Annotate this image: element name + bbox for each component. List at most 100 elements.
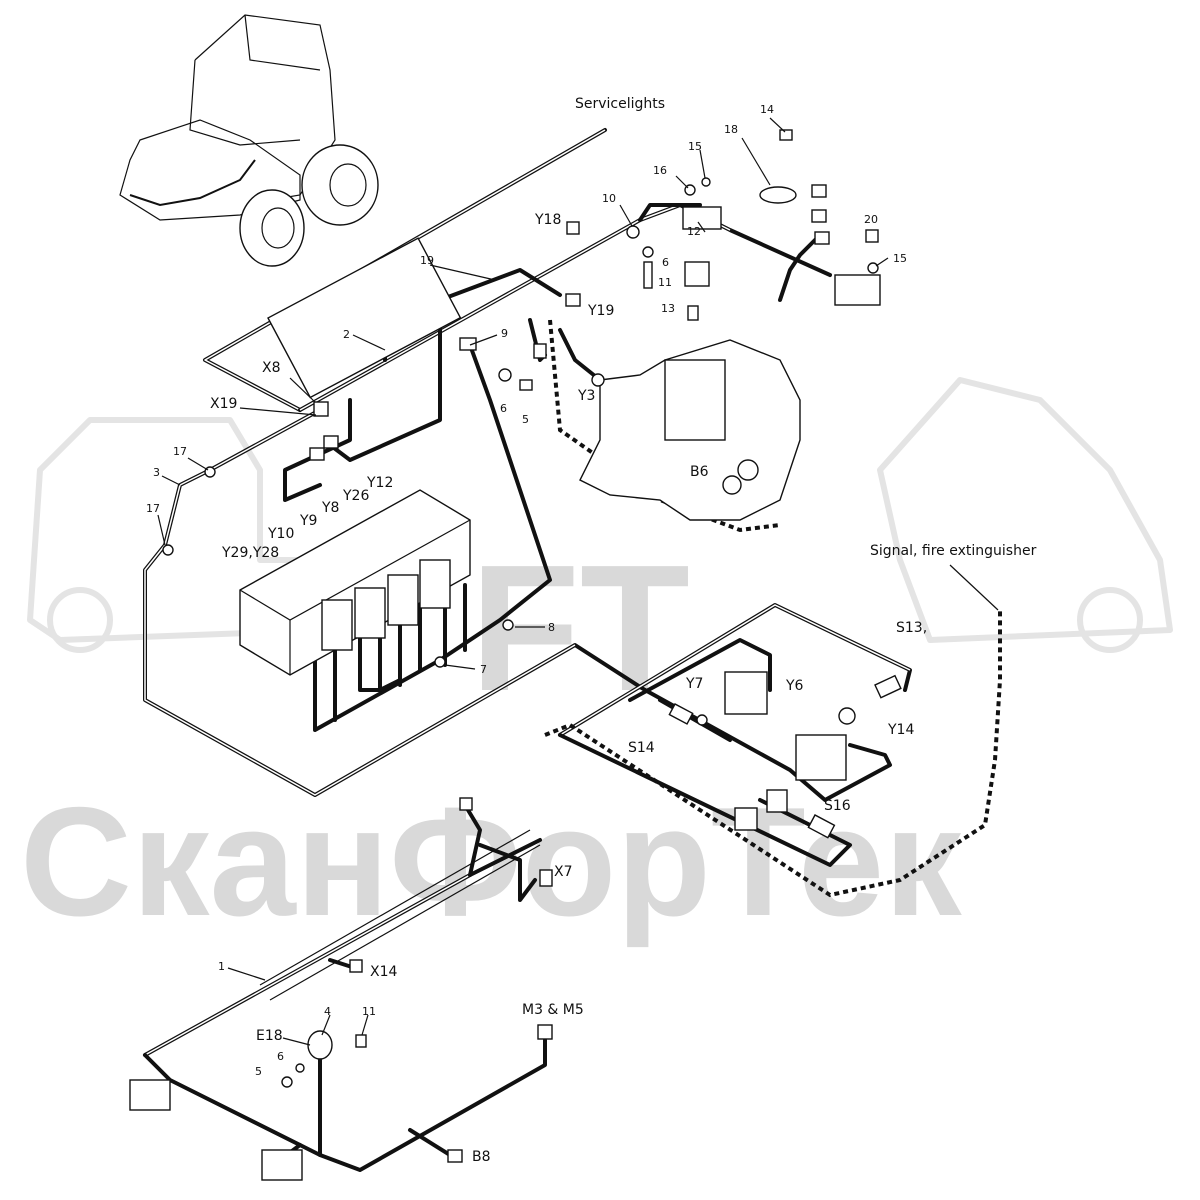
fuse	[814, 231, 830, 245]
callout-4: 4	[324, 1005, 331, 1018]
components	[129, 129, 902, 1181]
switch-s16	[807, 814, 836, 839]
label-y10: Y10	[267, 526, 294, 542]
connector-13	[684, 261, 710, 287]
label-y26: Y26	[342, 488, 369, 504]
washer	[696, 714, 708, 726]
sensor-b6	[737, 459, 759, 481]
harness-19	[328, 298, 442, 462]
switch-box	[734, 807, 758, 831]
machine-harness-route	[129, 159, 256, 207]
callout-7: 7	[480, 663, 487, 676]
washer-6	[642, 246, 654, 258]
harness-valve-feed	[438, 343, 552, 662]
connector-box	[129, 1079, 171, 1111]
watermark-wheel	[1077, 587, 1143, 653]
fuse	[811, 184, 827, 198]
label-s16: S16	[824, 798, 851, 814]
leader-lines	[157, 117, 999, 1046]
label-x14: X14	[370, 964, 397, 980]
connector-b8	[447, 1149, 463, 1163]
sensor-y3	[591, 373, 605, 387]
cab-front	[189, 59, 301, 146]
fuse	[811, 209, 827, 223]
label-servicelights: Servicelights	[575, 96, 665, 112]
solenoid	[321, 599, 353, 651]
bolt-11	[355, 1034, 367, 1048]
label-y18: Y18	[534, 212, 561, 228]
callout-6: 6	[500, 402, 507, 415]
callout-3: 3	[153, 466, 160, 479]
solenoid	[387, 574, 419, 626]
nut-5	[281, 1076, 293, 1088]
callout-17: 17	[173, 445, 187, 458]
callout-11: 11	[362, 1005, 376, 1018]
label-x7: X7	[554, 864, 573, 880]
connector	[309, 447, 325, 461]
machine-overview	[119, 14, 379, 267]
sensor-b6	[722, 475, 742, 495]
pump-flange	[664, 359, 726, 441]
watermark-machine-left	[27, 417, 333, 643]
label-e18: E18	[256, 1028, 283, 1044]
callout-9: 9	[501, 327, 508, 340]
b6-dashed-cable	[548, 319, 781, 533]
connector-y19	[565, 293, 581, 307]
labels: Servicelights Signal, fire extinguisher …	[146, 96, 1037, 1165]
connector-y12	[323, 435, 339, 449]
switch-s14	[668, 703, 694, 725]
connector-x7	[539, 869, 553, 887]
callout-2: 2	[343, 328, 350, 341]
label-b6: B6	[690, 464, 709, 480]
label-y29-y28: Y29,Y28	[221, 545, 279, 561]
clamp-7	[434, 656, 446, 668]
callout-5: 5	[255, 1065, 262, 1078]
callout-12: 12	[687, 225, 701, 238]
washer-6	[295, 1063, 305, 1073]
label-s14: S14	[628, 740, 655, 756]
cab-roof	[244, 14, 321, 71]
module-box	[834, 274, 881, 306]
label-y8: Y8	[321, 500, 339, 516]
label-m3-m5: M3 & M5	[522, 1002, 584, 1018]
watermark-machine-right	[877, 377, 1173, 643]
callout-13: 13	[661, 302, 675, 315]
connector-y3	[533, 343, 547, 359]
label-y9: Y9	[299, 513, 317, 529]
callout-15: 15	[893, 252, 907, 265]
clamp-8	[502, 619, 514, 631]
rear-wheel	[301, 144, 379, 226]
callout-6: 6	[662, 256, 669, 269]
washer-15	[701, 177, 711, 187]
bolt-5	[519, 379, 533, 391]
switch-s13	[874, 674, 902, 699]
label-y14: Y14	[887, 722, 914, 738]
connector	[459, 797, 473, 811]
valve-block	[239, 489, 471, 676]
callout-6: 6	[277, 1050, 284, 1063]
label-signal-fire: Signal, fire extinguisher	[870, 543, 1037, 559]
label-x8: X8	[262, 360, 281, 376]
connector-x19	[313, 401, 329, 417]
label-b8: B8	[472, 1149, 491, 1165]
label-y3: Y3	[577, 388, 595, 404]
callout-18: 18	[724, 123, 738, 136]
clamp-10	[626, 225, 640, 239]
callout-11: 11	[658, 276, 672, 289]
watermark-wheel	[47, 587, 113, 653]
label-y7: Y7	[685, 676, 703, 692]
front-wheel	[239, 189, 305, 267]
nut	[838, 707, 856, 725]
bolt-20	[865, 229, 879, 243]
horn-e18	[307, 1030, 333, 1060]
bolt-11	[643, 261, 653, 289]
rear-wheel-hub	[329, 163, 367, 207]
callout-17: 17	[146, 502, 160, 515]
connector-m3-m5	[537, 1024, 553, 1040]
washer-6	[498, 368, 512, 382]
label-y19: Y19	[587, 303, 614, 319]
valve-y7-y6	[724, 671, 768, 715]
fire-ext-signal-cable	[544, 610, 1002, 898]
